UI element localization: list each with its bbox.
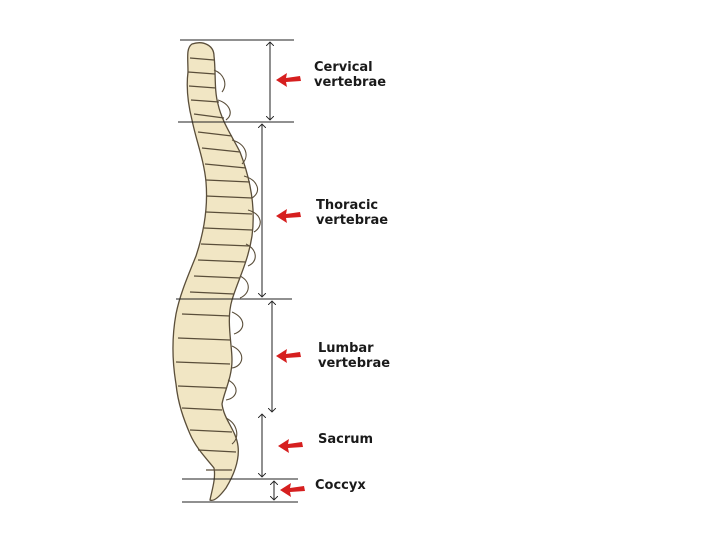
label-sacrum-line1: Sacrum bbox=[318, 432, 373, 447]
spine-illustration bbox=[173, 43, 260, 501]
label-coccyx: Coccyx bbox=[315, 478, 366, 493]
red-arrow-icon bbox=[280, 483, 305, 497]
label-thoracic-line2: vertebrae bbox=[316, 213, 388, 228]
red-arrow-icon bbox=[278, 439, 303, 453]
label-cervical: Cervical vertebrae bbox=[314, 60, 386, 90]
label-thoracic-line1: Thoracic bbox=[316, 198, 388, 213]
label-lumbar-line1: Lumbar bbox=[318, 341, 390, 356]
label-sacrum: Sacrum bbox=[318, 432, 373, 447]
red-arrow-icon bbox=[276, 73, 301, 87]
red-arrow-icon bbox=[276, 73, 305, 497]
red-arrow-icon bbox=[276, 209, 301, 223]
dimension-lines bbox=[262, 42, 274, 500]
label-coccyx-line1: Coccyx bbox=[315, 478, 366, 493]
red-arrow-icon bbox=[276, 349, 301, 363]
label-lumbar: Lumbar vertebrae bbox=[318, 341, 390, 371]
label-cervical-line2: vertebrae bbox=[314, 75, 386, 90]
spine-column bbox=[173, 43, 253, 501]
label-cervical-line1: Cervical bbox=[314, 60, 386, 75]
label-lumbar-line2: vertebrae bbox=[318, 356, 390, 371]
label-thoracic: Thoracic vertebrae bbox=[316, 198, 388, 228]
